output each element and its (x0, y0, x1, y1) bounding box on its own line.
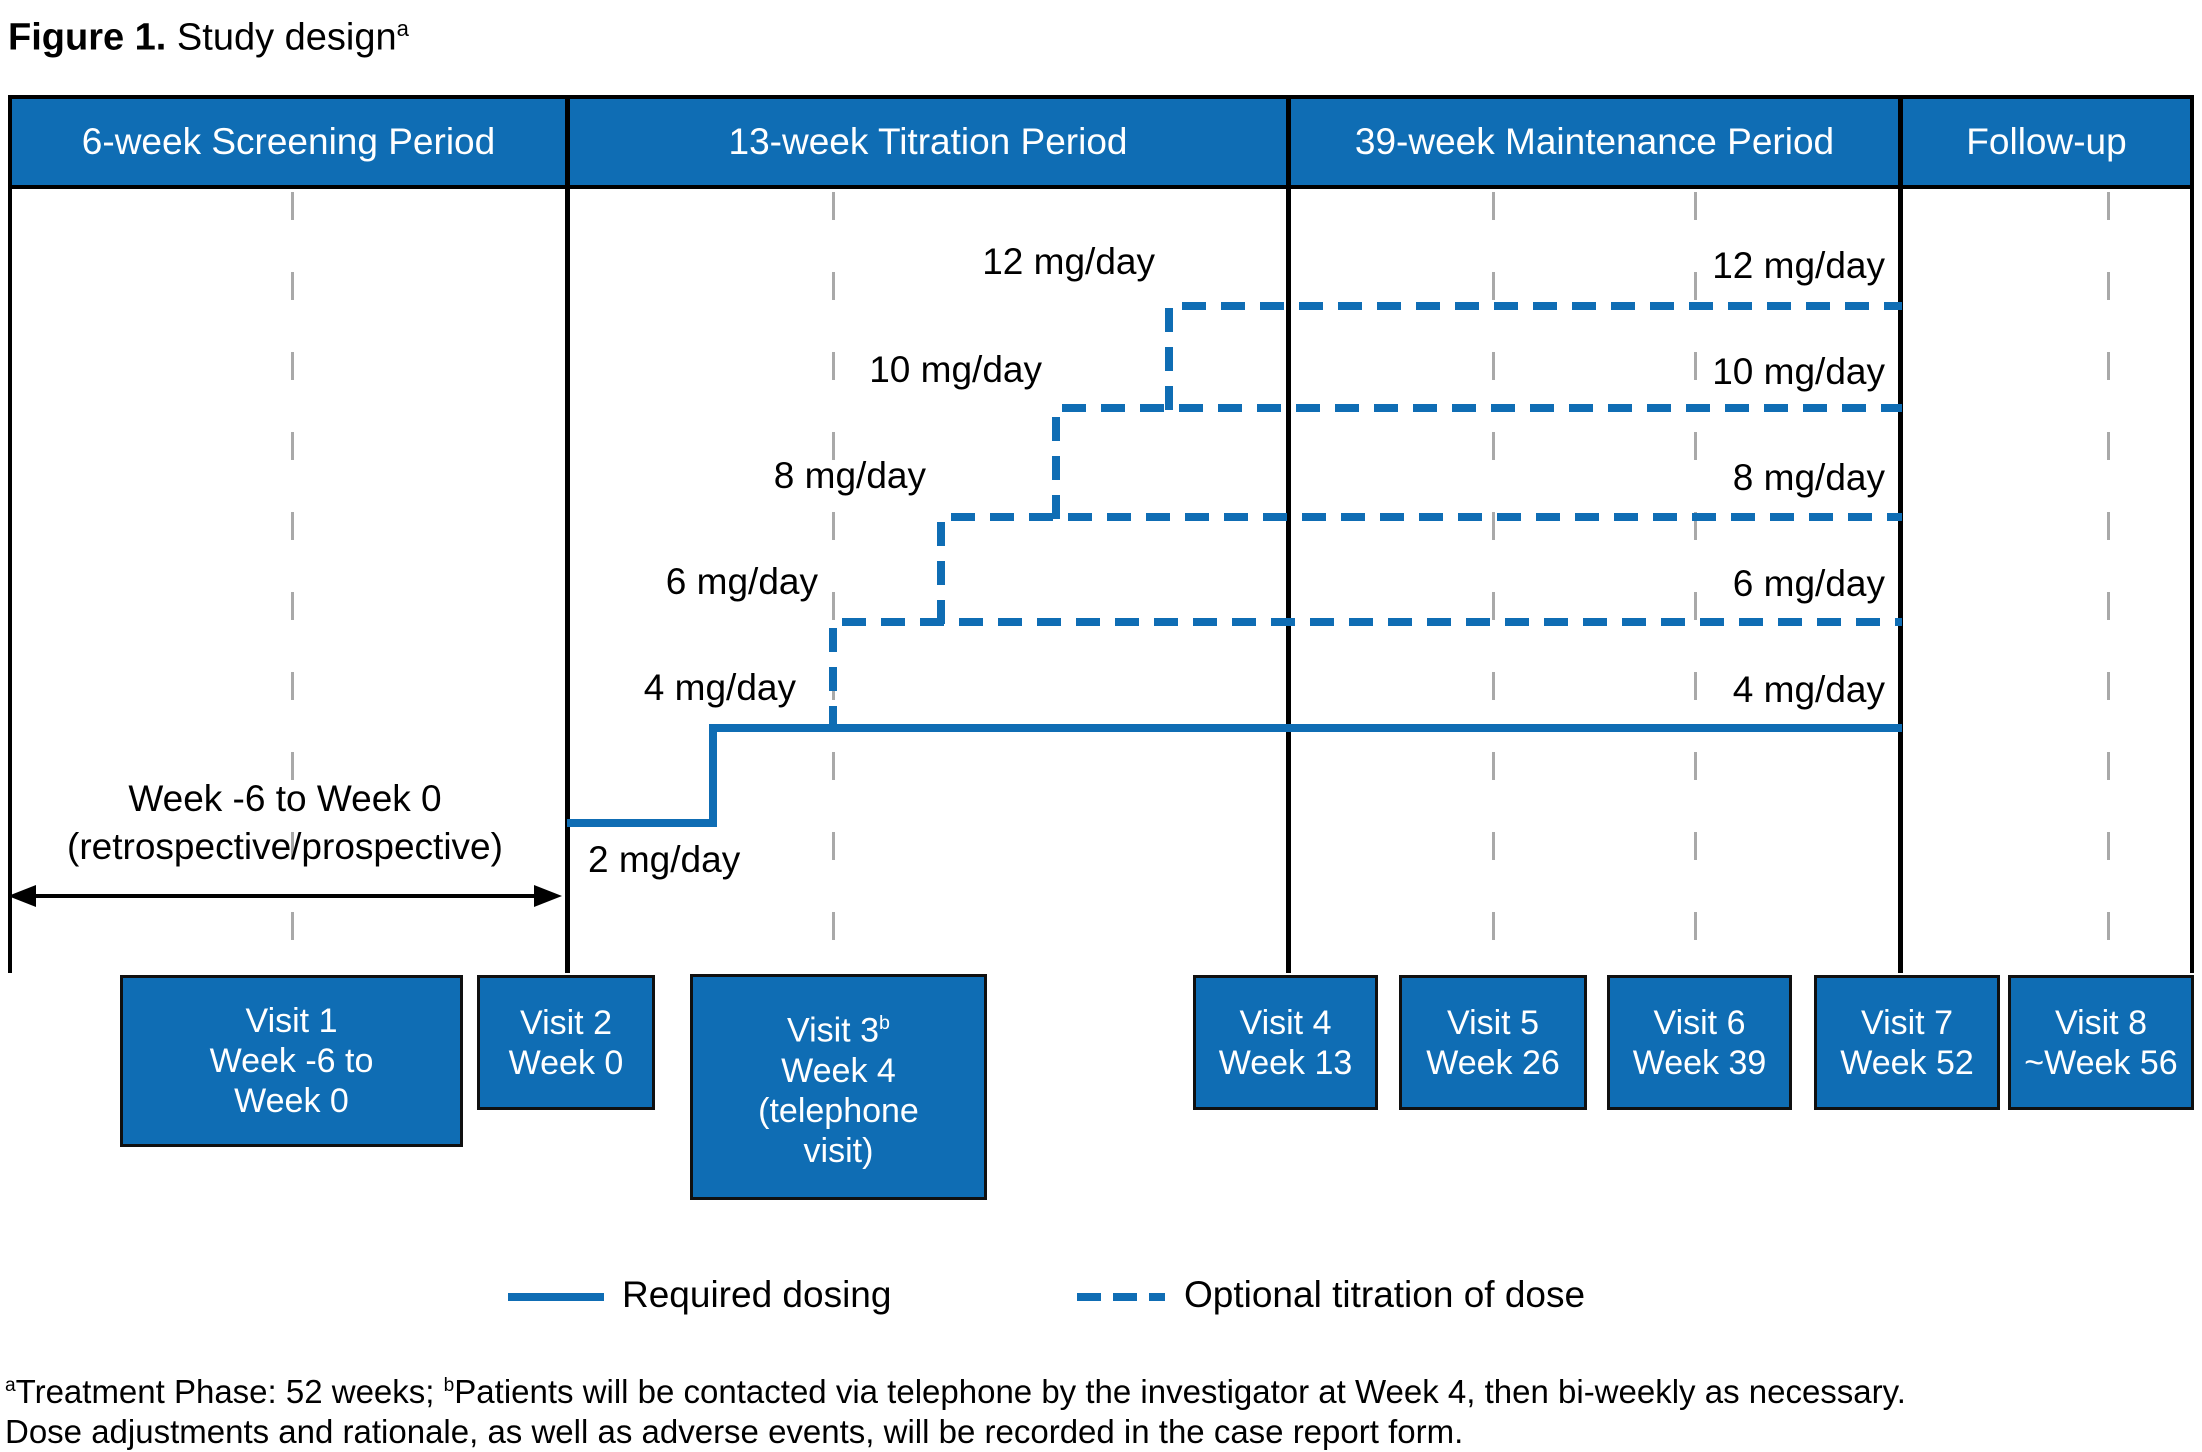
optional-titration-line-12mg (1165, 302, 1902, 410)
header-top-border (8, 95, 2194, 99)
visit-8-box: Visit 8 ~Week 56 (2008, 975, 2194, 1110)
gridline-week4 (832, 192, 835, 973)
period-maintenance: 39-week Maintenance Period (1291, 95, 1898, 189)
visit-5-box: Visit 5 Week 26 (1399, 975, 1587, 1110)
visit-3-title: Visit 3b (787, 1003, 890, 1050)
visit-3-note2: visit) (803, 1131, 874, 1170)
gridline-week39 (1694, 192, 1697, 973)
dose-label-left-12mg: 12 mg/day (982, 241, 1155, 282)
figure-title: Figure 1. Study designa (8, 6, 409, 61)
legend-dashed-line-swatch (1077, 1293, 1165, 1301)
visit-1-title: Visit 1 (245, 1002, 338, 1040)
screening-range-line1: Week -6 to Week 0 (128, 778, 442, 819)
dose-label-left-2mg: 2 mg/day (588, 839, 741, 880)
optional-titration-line-6mg (829, 618, 1902, 730)
footnote-superscript-a: a (5, 1375, 16, 1396)
period-header-band (8, 95, 2194, 189)
visit-8-title: Visit 8 (2055, 1003, 2147, 1042)
period-titration-label: 13-week Titration Period (728, 121, 1128, 162)
visit-6-week: Week 39 (1632, 1043, 1767, 1082)
visit-3-note1: (telephone (758, 1091, 919, 1130)
footnote-treatment-phase: Treatment Phase: 52 weeks; (15, 1373, 444, 1410)
divider-screening-titration (565, 95, 570, 973)
dose-label-right-12mg: 12 mg/day (1712, 245, 1885, 286)
dose-label-left-4mg: 4 mg/day (643, 667, 796, 708)
gridline-week56 (2107, 192, 2110, 973)
visit-1-box: Visit 1 Week -6 to Week 0 (120, 975, 463, 1147)
optional-titration-line-8mg (937, 513, 1902, 624)
dose-label-right-10mg: 10 mg/day (1712, 351, 1885, 392)
visit-7-box: Visit 7 Week 52 (1814, 975, 2000, 1110)
visit-4-week: Week 13 (1218, 1043, 1353, 1082)
visit-2-title: Visit 2 (520, 1003, 612, 1042)
required-dosing-line (567, 724, 1902, 827)
visit-1-week2: Week 0 (234, 1082, 349, 1120)
chart-left-border (8, 95, 12, 973)
screening-range-line2: (retrospective/prospective) (67, 826, 503, 867)
visit-3-title-text: Visit 3 (787, 1011, 879, 1050)
period-followup-label: Follow-up (1966, 121, 2127, 162)
dose-label-right-6mg: 6 mg/day (1732, 563, 1885, 604)
legend-solid-line-swatch (508, 1293, 604, 1301)
visit-7-title: Visit 7 (1861, 1003, 1953, 1042)
divider-maintenance-followup (1898, 95, 1903, 973)
visit-3-week: Week 4 (781, 1051, 896, 1090)
period-screening: 6-week Screening Period (12, 95, 565, 189)
visit-2-week: Week 0 (508, 1043, 624, 1082)
period-titration: 13-week Titration Period (570, 95, 1286, 189)
figure-title-text: Study design (166, 16, 397, 59)
period-screening-label: 6-week Screening Period (81, 121, 496, 162)
visit-5-week: Week 26 (1426, 1043, 1560, 1082)
dose-label-left-8mg: 8 mg/day (773, 455, 926, 496)
legend-required-label: Required dosing (622, 1274, 892, 1315)
footnote-telephone-contact: Patients will be contacted via telephone… (454, 1373, 1906, 1410)
divider-titration-maintenance (1286, 95, 1291, 973)
visit-5-title: Visit 5 (1447, 1003, 1539, 1042)
visit-8-week: ~Week 56 (2024, 1043, 2178, 1082)
screening-range-arrow (8, 885, 562, 907)
period-followup: Follow-up (1903, 95, 2190, 189)
visit-6-title: Visit 6 (1653, 1003, 1746, 1042)
dose-label-left-10mg: 10 mg/day (869, 349, 1042, 390)
optional-titration-line-10mg (1052, 404, 1902, 519)
visit-7-week: Week 52 (1840, 1043, 1974, 1082)
visit-3-superscript: b (879, 1012, 890, 1035)
visit-3-box: Visit 3b Week 4 (telephone visit) (690, 974, 987, 1200)
visit-4-title: Visit 4 (1239, 1003, 1332, 1042)
footnote-line1: aTreatment Phase: 52 weeks; bPatients wi… (5, 1366, 2195, 1412)
dose-label-right-8mg: 8 mg/day (1732, 457, 1885, 498)
dose-label-right-4mg: 4 mg/day (1732, 669, 1885, 710)
visit-6-box: Visit 6 Week 39 (1607, 975, 1792, 1110)
header-bottom-border (8, 185, 2194, 189)
visit-4-box: Visit 4 Week 13 (1193, 975, 1378, 1110)
dose-label-left-6mg: 6 mg/day (665, 561, 818, 602)
gridline-screening-mid (291, 192, 294, 973)
footnote-superscript-b: b (443, 1375, 455, 1396)
chart-right-border (2190, 95, 2194, 973)
legend-optional-label: Optional titration of dose (1184, 1274, 1586, 1315)
gridline-week26 (1492, 192, 1495, 973)
figure-number: Figure 1. (8, 16, 167, 59)
footnote-line2: Dose adjustments and rationale, as well … (5, 1413, 1464, 1450)
period-maintenance-label: 39-week Maintenance Period (1354, 121, 1835, 162)
figure-title-superscript: a (396, 16, 409, 41)
visit-1-week: Week -6 to (209, 1042, 374, 1080)
visit-2-box: Visit 2 Week 0 (477, 975, 655, 1110)
